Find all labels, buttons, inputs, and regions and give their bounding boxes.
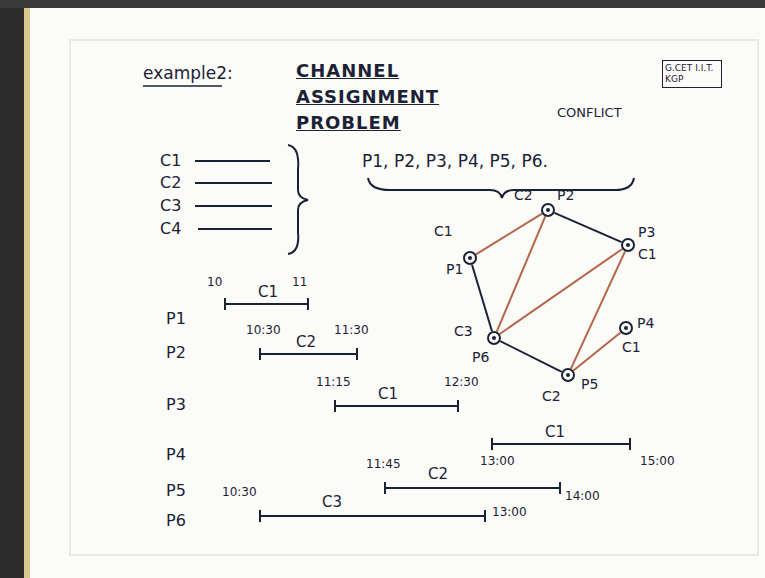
channel-label: C2 [514,188,533,203]
channel-label: C3 [454,324,473,339]
program-name: P3 [638,225,655,240]
channel-label: C2 [542,389,561,404]
time-mark: 11:30 [334,324,369,338]
program-row: P6 [166,512,186,530]
paper-edge [24,8,30,578]
node-dot [626,243,630,247]
node-dot [624,326,628,330]
bar-tick [356,348,358,360]
node-dot [492,336,496,340]
time-mark: 10:30 [222,486,257,500]
channel-line [198,228,272,230]
time-mark: 12:30 [444,376,479,390]
program-row: P3 [166,396,186,414]
time-mark: 15:00 [640,455,675,469]
time-mark: 13:00 [492,506,527,520]
bar-tick [259,510,261,522]
channel-mark: C2 [428,466,448,483]
dark-frame [0,0,765,8]
time-bar [335,405,458,407]
program-node: P5C2 [561,368,575,382]
time-bar [225,303,308,305]
channel-mark: C2 [296,334,316,351]
example-label: example2: [143,64,233,84]
conflict-edge [554,213,621,242]
bar-tick [224,298,226,310]
time-bar [492,443,630,445]
conflict-edge [472,265,492,332]
program-node: P6C3 [487,331,501,345]
paper-border [70,40,758,555]
channel-label: C1 [638,247,657,262]
program-row: P5 [166,482,186,500]
channel-name: C2 [160,174,181,192]
time-mark: 11:45 [366,458,401,472]
channel-line [195,182,272,184]
node-dot [566,373,570,377]
program-row: P4 [166,446,186,464]
under-brace [368,178,634,198]
program-name: P1 [446,262,463,277]
program-node: P4C1 [619,321,633,335]
time-bars [225,298,630,522]
program-name: P5 [581,377,598,392]
program-row: P2 [166,344,186,362]
node-dot [468,256,472,260]
channel-mark: C1 [258,284,278,301]
node-dot [546,208,550,212]
time-mark: 14:00 [565,490,600,504]
channel-mark: C3 [322,494,342,511]
source-stamp: G.CET I.I.T. KGP [662,60,722,88]
bar-tick [484,510,486,522]
program-node: P2C2 [541,203,555,217]
program-name: P6 [472,350,489,365]
time-mark: 11:15 [316,376,351,390]
program-node: P3C1 [621,238,635,252]
channel-lines [195,161,272,229]
program-node: P1C1 [463,251,477,265]
conflict-edge [573,332,620,370]
channel-line [195,160,270,162]
bar-tick [334,400,336,412]
bar-tick [491,438,493,450]
program-name: P4 [637,316,654,331]
program-row: P1 [166,310,186,328]
channel-name: C1 [160,152,181,170]
bar-tick [259,348,261,360]
bar-tick [629,438,631,450]
channel-label: C1 [622,340,641,355]
channel-line [195,205,272,207]
channel-label: C1 [434,224,453,239]
time-bar [260,353,357,355]
program-name: P2 [557,188,574,203]
time-mark: 10:30 [246,324,281,338]
channel-mark: C1 [378,386,398,403]
conflict-edge [500,341,561,372]
bar-tick [457,400,459,412]
program-list: P1, P2, P3, P4, P5, P6. [362,152,548,172]
underline [143,85,222,87]
conflict-edge [500,249,622,334]
conflict-edge [497,216,546,331]
bar-tick [384,482,386,494]
time-mark: 13:00 [480,455,515,469]
channel-name: C3 [160,197,181,215]
channel-name: C4 [160,220,181,238]
dark-frame [0,0,24,578]
channel-mark: C1 [545,424,565,441]
bar-tick [559,482,561,494]
conflict-label: CONFLICT [557,106,622,121]
slide-title: CHANNEL ASSIGNMENT PROBLEM [296,58,546,136]
time-mark: 10 [207,276,222,290]
time-bar [385,487,560,489]
time-bar [260,515,485,517]
time-mark: 11 [292,276,307,290]
bar-tick [307,298,309,310]
right-brace [288,145,308,254]
